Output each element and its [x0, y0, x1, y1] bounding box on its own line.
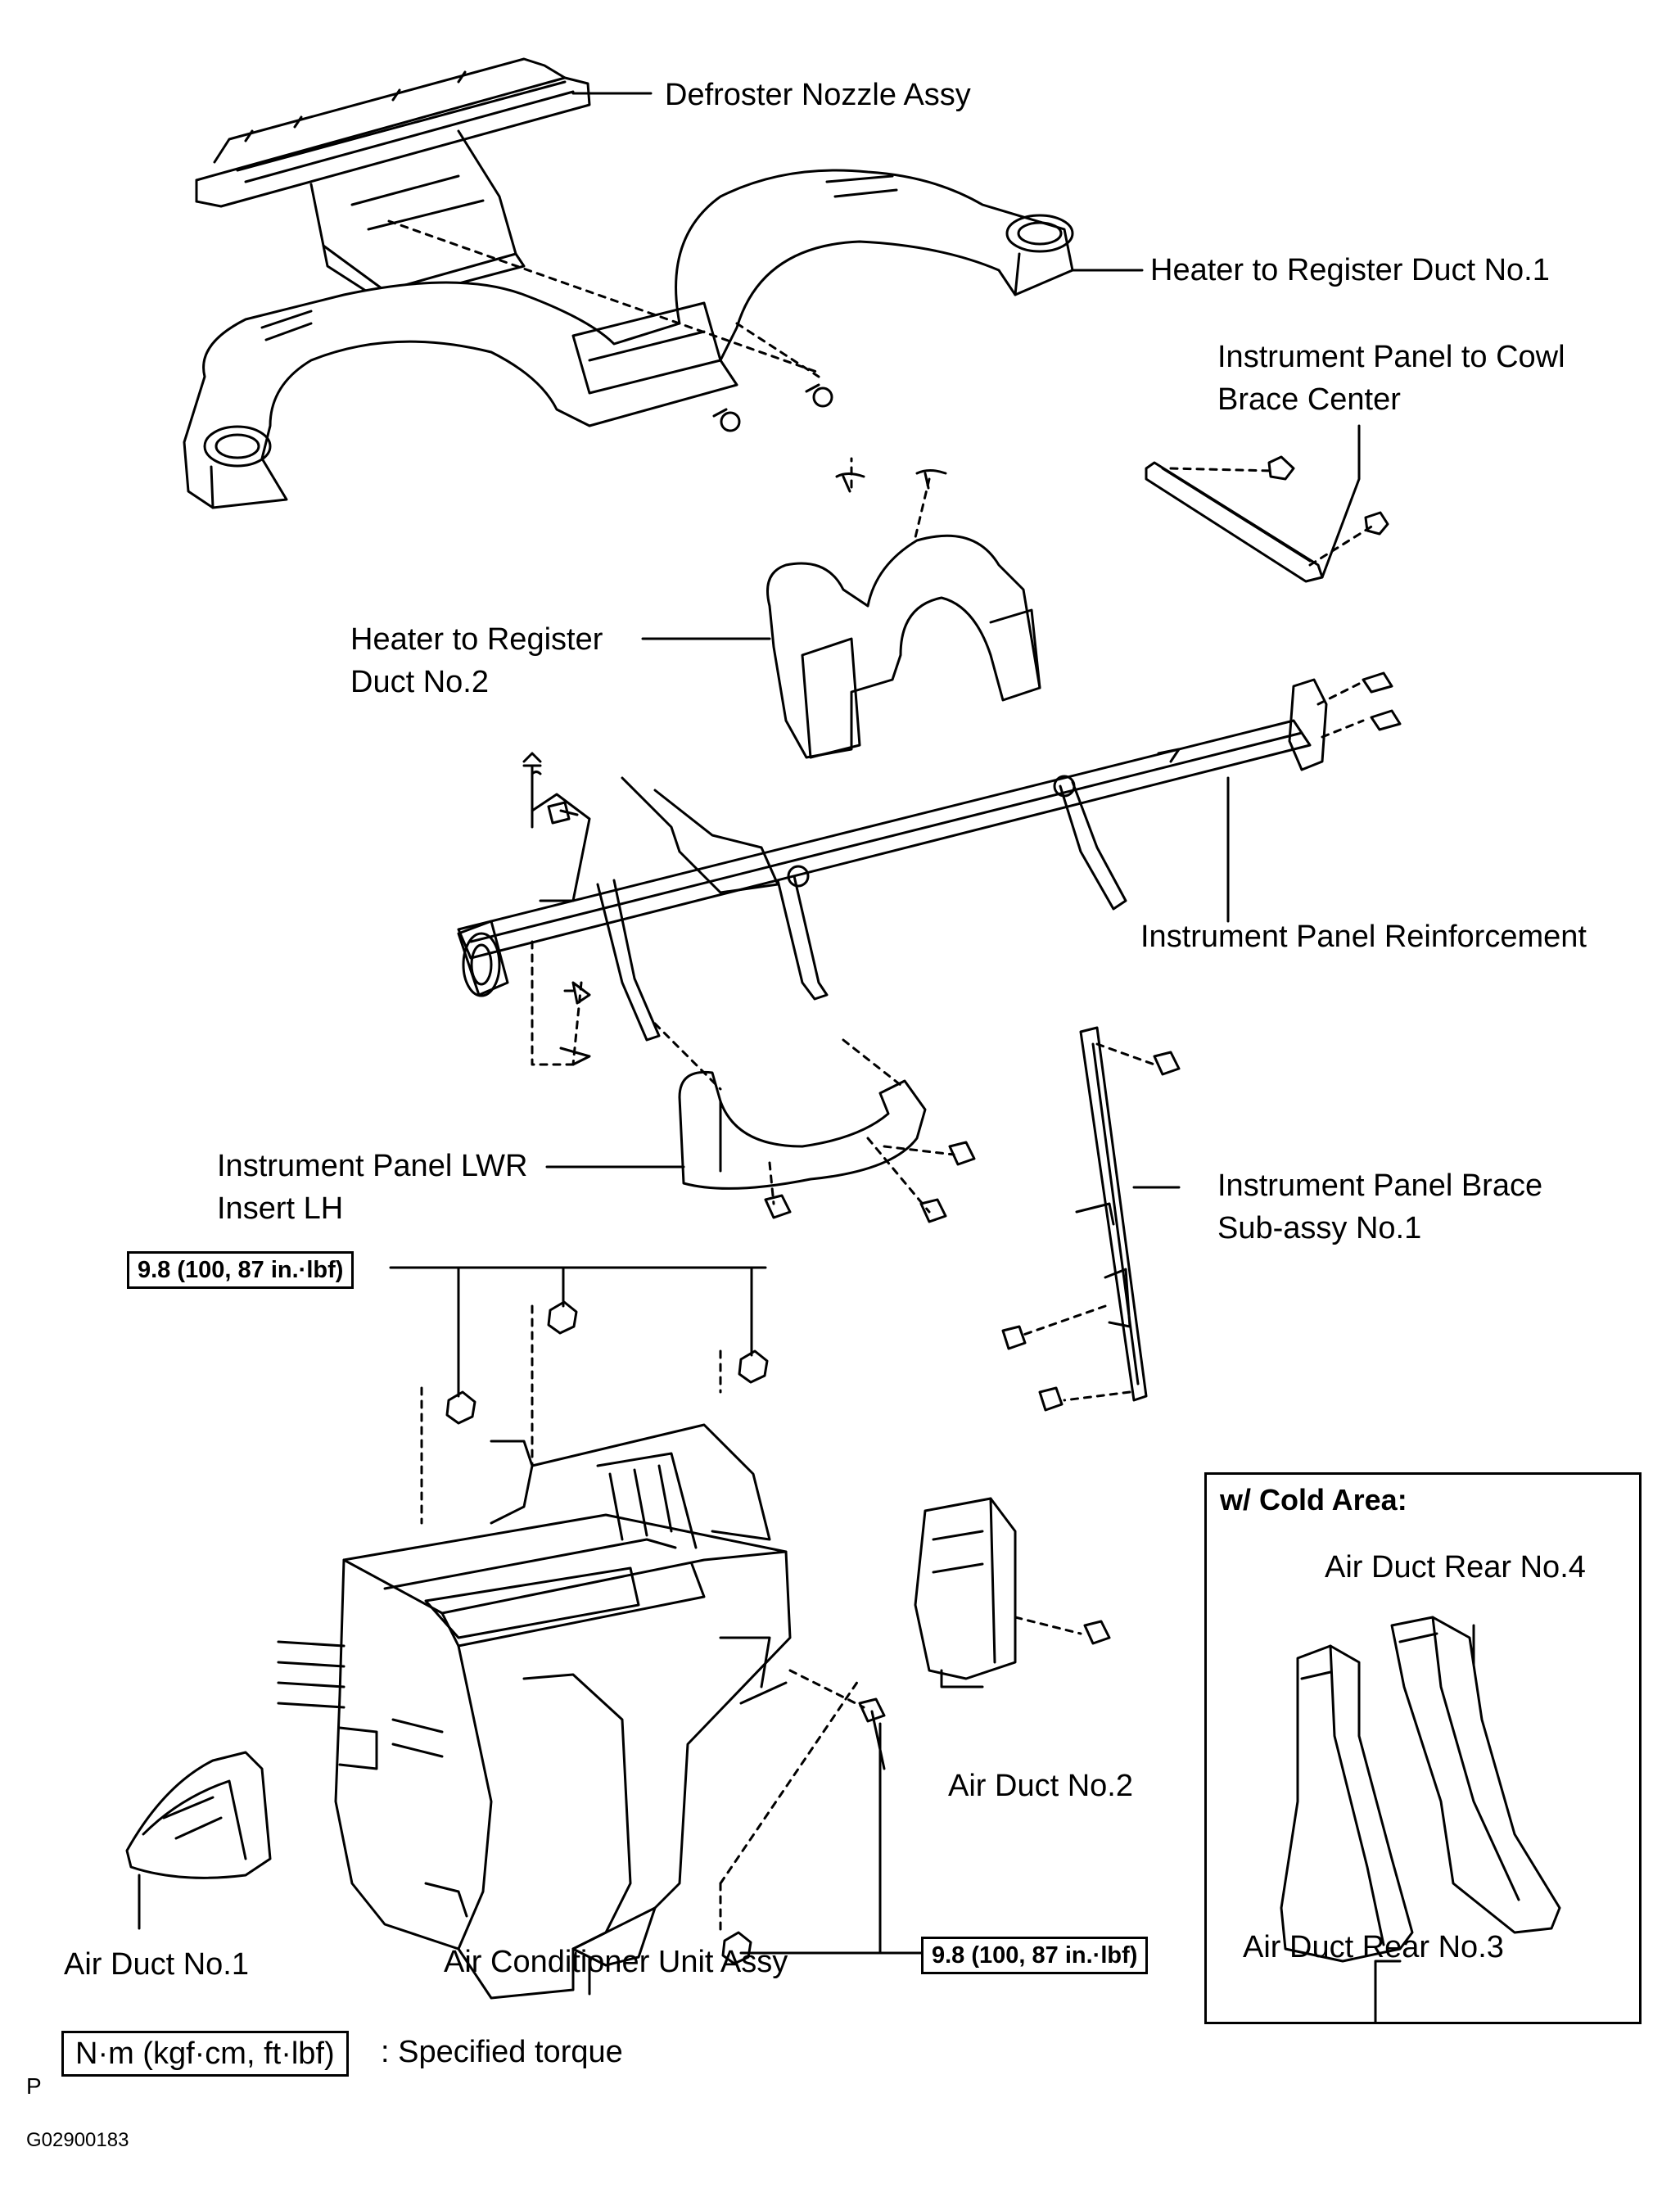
ip-reinforcement-drawing: [457, 671, 1402, 1066]
air-duct-1-label: Air Duct No.1: [64, 1947, 249, 1982]
figure-code: G02900183: [26, 2129, 129, 2151]
brace-sub-assy-drawing: [1001, 1026, 1181, 1412]
heater-duct-2-label-line1: Heater to Register: [350, 622, 603, 657]
brace-sub-label-line2: Sub-assy No.1: [1217, 1211, 1422, 1245]
cowl-brace-label-line2: Brace Center: [1217, 382, 1401, 417]
air-duct-1-drawing: [125, 1751, 272, 1879]
heater-duct-2-label-line2: Duct No.2: [350, 665, 489, 699]
air-duct-rear-3-label: Air Duct Rear No.3: [1243, 1930, 1504, 1964]
cold-area-inset: w/ Cold Area:: [1204, 1472, 1642, 2024]
torque-spec-lower: 9.8 (100, 87 in.·lbf): [921, 1937, 1149, 1974]
ip-reinforcement-label: Instrument Panel Reinforcement: [1140, 920, 1587, 954]
lwr-insert-drawing: [653, 1022, 976, 1223]
leader-lines: [138, 92, 1475, 2024]
ac-unit-drawing: [277, 1423, 792, 2000]
defroster-nozzle-label: Defroster Nozzle Assy: [665, 78, 971, 112]
footer-letter: P: [26, 2073, 42, 2099]
duct1-clip-icons: [387, 219, 833, 432]
inset-title: w/ Cold Area:: [1220, 1483, 1407, 1517]
cowl-brace-drawing: [1145, 455, 1389, 583]
air-duct-2-drawing: [914, 1497, 1111, 1688]
torque-spec-upper: 9.8 (100, 87 in.·lbf): [127, 1251, 355, 1289]
air-duct-rear-4-drawing: [1390, 1616, 1561, 1934]
lwr-insert-label-line2: Insert LH: [217, 1191, 344, 1226]
heater-duct-1-label: Heater to Register Duct No.1: [1150, 253, 1550, 287]
air-duct-rear-3-drawing: [1280, 1644, 1414, 1963]
torque-legend-desc: : Specified torque: [381, 2035, 623, 2069]
lwr-insert-label-line1: Instrument Panel LWR: [217, 1149, 528, 1183]
torque-unit-legend: N·m (kgf·cm, ft·lbf): [61, 2031, 349, 2077]
brace-sub-label-line1: Instrument Panel Brace: [1217, 1169, 1543, 1203]
cowl-brace-label-line1: Instrument Panel to Cowl: [1217, 340, 1565, 374]
heater-duct-2-drawing: [766, 457, 1041, 759]
ac-unit-label: Air Conditioner Unit Assy: [444, 1945, 788, 1979]
air-duct-2-label: Air Duct No.2: [948, 1769, 1133, 1803]
defroster-nozzle-drawing: [195, 57, 591, 305]
ac-unit-nut-icons: [420, 1300, 886, 1965]
heater-duct-1-drawing: [183, 169, 1074, 509]
air-duct-rear-4-label: Air Duct Rear No.4: [1325, 1550, 1586, 1584]
